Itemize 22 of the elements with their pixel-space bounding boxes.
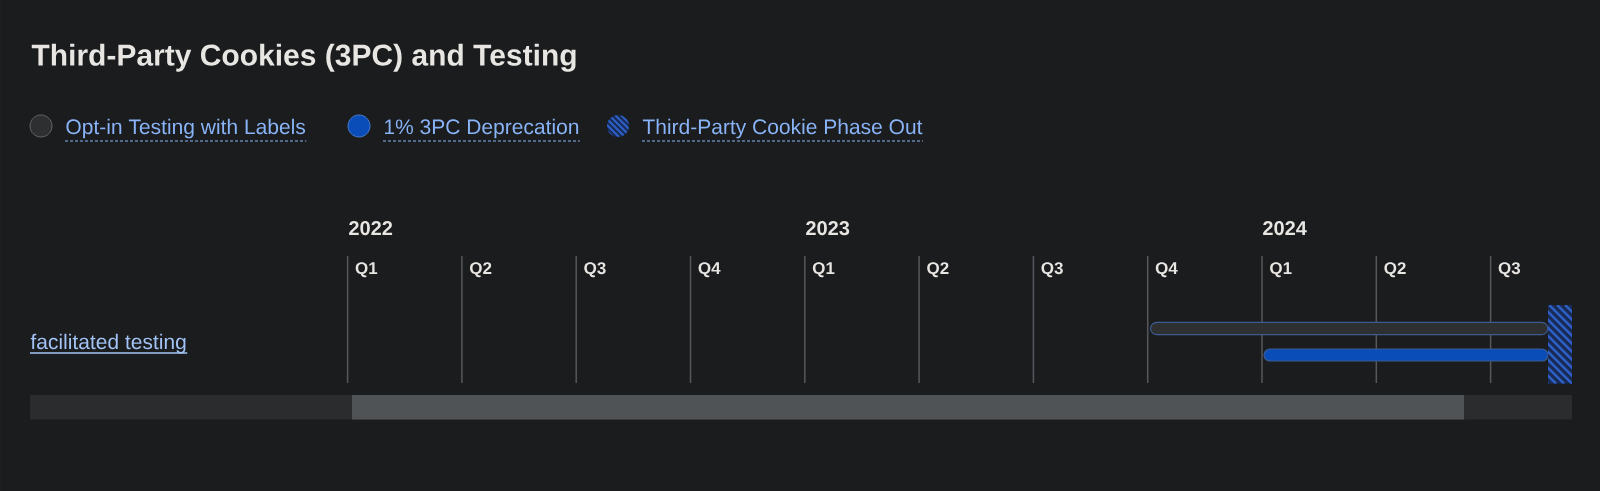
- quarter-label: Q4: [698, 262, 721, 278]
- quarter-label: Q1: [812, 262, 835, 278]
- row-label: facilitated testing: [29, 333, 188, 354]
- quarter-label: Q3: [1498, 262, 1521, 278]
- quarter-label: Q3: [1041, 262, 1063, 278]
- legend-label: Third-Party Cookie Phase Out: [641, 118, 924, 142]
- legend-label: 1% 3PC Deprecation: [382, 118, 581, 142]
- quarter-label: Q1: [1270, 262, 1292, 278]
- quarter-label: Q1: [355, 262, 378, 278]
- year-label: 2023: [806, 221, 850, 236]
- legend-label: Opt-in Testing with Labels: [64, 118, 307, 142]
- year-label: 2022: [349, 221, 393, 236]
- quarter-label: Q2: [1384, 262, 1406, 278]
- quarter-label: Q2: [927, 262, 949, 278]
- timeline-bar: [1150, 321, 1549, 336]
- timeline-bar: [1548, 305, 1572, 384]
- quarter-label: Q3: [584, 262, 606, 278]
- title: Third-Party Cookies (3PC) and Testing: [31, 43, 576, 72]
- timeline-bar: [1263, 348, 1549, 362]
- quarter-label: Q4: [1155, 262, 1178, 278]
- quarter-label: Q2: [470, 262, 492, 278]
- year-label: 2024: [1263, 221, 1307, 236]
